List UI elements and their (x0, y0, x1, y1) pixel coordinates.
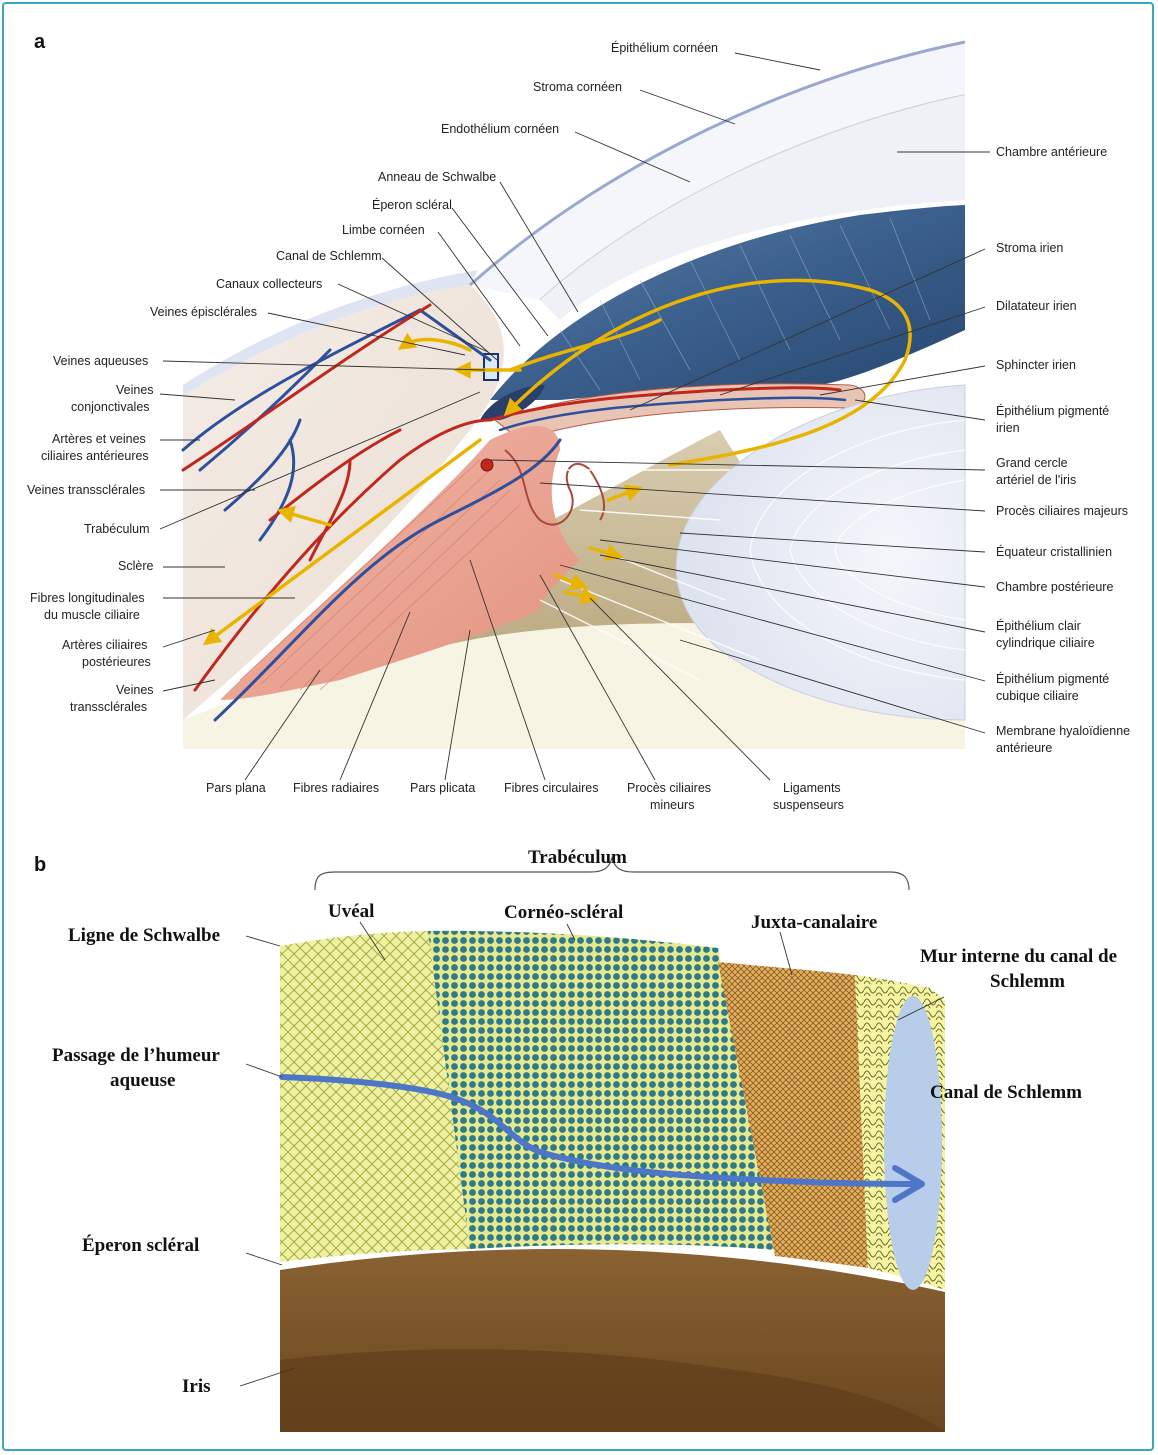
label-sphincter-irien: Sphincter irien (996, 358, 1076, 372)
label-mur-interne-1: Mur interne du canal de (920, 946, 1117, 967)
label-stroma-corneen: Stroma cornéen (533, 80, 622, 94)
label-eperon-scleral: Éperon scléral (372, 197, 452, 212)
label-sclere: Sclère (118, 559, 153, 573)
label-epithelium-cubique-2: cubique ciliaire (996, 689, 1079, 703)
label-epithelium-clair-2: cylindrique ciliaire (996, 636, 1095, 650)
label-epithelium-clair-1: Épithélium clair (996, 618, 1081, 633)
label-arteres-ciliaires-2: postérieures (82, 655, 151, 669)
label-proces-mineurs-1: Procès ciliaires (627, 781, 711, 795)
label-epithelium-pigmente-irien-2: irien (996, 421, 1020, 435)
label-arteres-veines-2: ciliaires antérieures (41, 449, 149, 463)
label-chambre-anterieure: Chambre antérieure (996, 145, 1107, 159)
label-grand-cercle-1: Grand cercle (996, 456, 1068, 470)
label-chambre-posterieure: Chambre postérieure (996, 580, 1113, 594)
label-veines-episclerales: Veines épisclérales (150, 305, 257, 319)
label-membrane-hyaloidienne-2: antérieure (996, 741, 1052, 755)
label-iris: Iris (182, 1376, 211, 1397)
label-arteres-veines-1: Artères et veines (52, 432, 146, 446)
label-arteres-ciliaires-1: Artères ciliaires (62, 638, 147, 652)
label-veines-conjonctivales-2: conjonctivales (71, 400, 150, 414)
label-endothelium-corneen: Endothélium cornéen (441, 122, 559, 136)
label-veines-transsclerales-bas-2: transsclérales (70, 700, 147, 714)
schlemm-canal (884, 996, 942, 1290)
label-trabeculum: Trabéculum (84, 522, 150, 536)
panel-a-illustration (183, 42, 965, 749)
label-limbe-corneen: Limbe cornéen (342, 223, 425, 237)
label-b-trabeculum: Trabéculum (528, 847, 627, 868)
label-dilatateur-irien: Dilatateur irien (996, 299, 1077, 313)
label-passage-2: aqueuse (110, 1070, 175, 1091)
panel-b-illustration (280, 858, 945, 1432)
label-canaux-collecteurs: Canaux collecteurs (216, 277, 322, 291)
label-proces-majeurs: Procès ciliaires majeurs (996, 504, 1128, 518)
label-epithelium-pigmente-irien-1: Épithélium pigmenté (996, 403, 1109, 418)
panel-b-letter: b (34, 854, 46, 876)
label-epithelium-cubique-1: Épithélium pigmenté (996, 671, 1109, 686)
label-fibres-longitudinales-2: du muscle ciliaire (44, 608, 140, 622)
label-uveal: Uvéal (328, 901, 374, 922)
label-fibres-circulaires: Fibres circulaires (504, 781, 598, 795)
label-proces-mineurs-2: mineurs (650, 798, 694, 812)
label-equateur-cristallinien: Équateur cristallinien (996, 544, 1112, 559)
label-veines-transsclerales-bas-1: Veines (116, 683, 154, 697)
label-grand-cercle-2: artériel de l'iris (996, 473, 1076, 487)
label-pars-plicata: Pars plicata (410, 781, 475, 795)
label-pars-plana: Pars plana (206, 781, 266, 795)
label-b-canal-schlemm: Canal de Schlemm (930, 1082, 1082, 1103)
label-epithelium-corneen: Épithélium cornéen (611, 40, 718, 55)
label-ligaments-2: suspenseurs (773, 798, 844, 812)
label-fibres-longitudinales-1: Fibres longitudinales (30, 591, 145, 605)
label-juxta-canalaire: Juxta-canalaire (751, 912, 877, 933)
label-stroma-irien: Stroma irien (996, 241, 1063, 255)
label-veines-transsclerales: Veines transsclérales (27, 483, 145, 497)
label-ligne-schwalbe: Ligne de Schwalbe (68, 925, 220, 946)
label-anneau-schwalbe: Anneau de Schwalbe (378, 170, 496, 184)
label-canal-schlemm: Canal de Schlemm (276, 249, 382, 263)
label-fibres-radiaires: Fibres radiaires (293, 781, 379, 795)
label-veines-aqueuses: Veines aqueuses (53, 354, 148, 368)
label-veines-conjonctivales-1: Veines (116, 383, 154, 397)
label-membrane-hyaloidienne-1: Membrane hyaloïdienne (996, 724, 1130, 738)
panel-a-letter: a (34, 31, 46, 53)
label-ligaments-1: Ligaments (783, 781, 841, 795)
label-corneo-scleral: Cornéo-scléral (504, 902, 623, 923)
label-passage-1: Passage de l’humeur (52, 1045, 220, 1066)
label-b-eperon-scleral: Éperon scléral (82, 1234, 199, 1256)
label-mur-interne-2: Schlemm (990, 971, 1065, 992)
